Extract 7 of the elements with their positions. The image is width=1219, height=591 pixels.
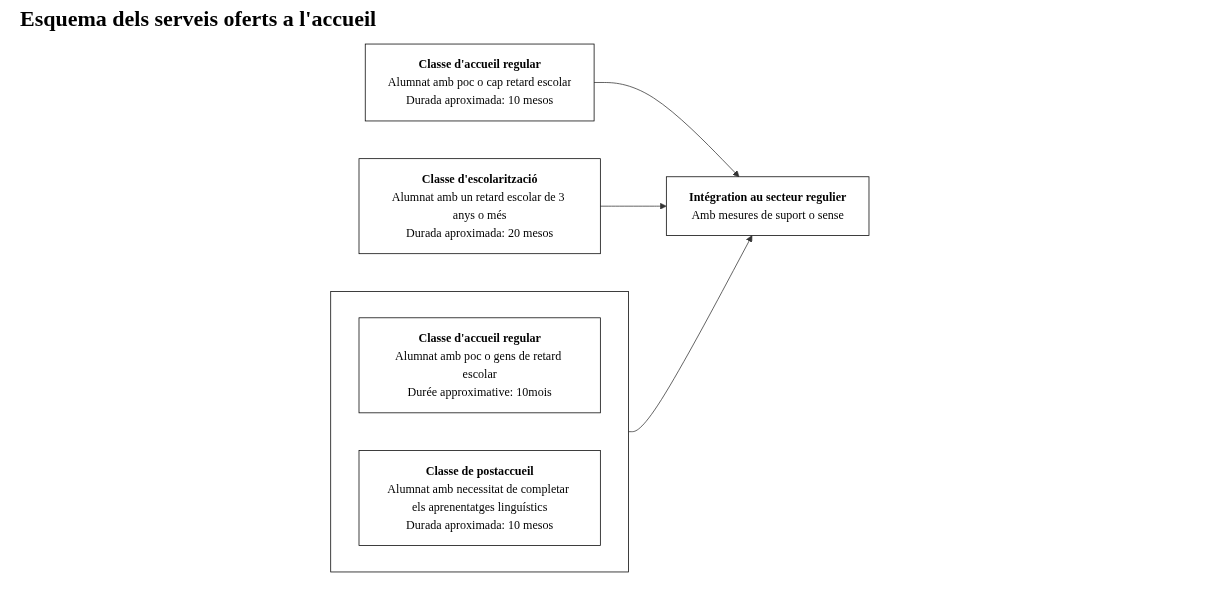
- node-box: Classe d'escolarització Alumnat amb un retard escolar de 3 anys o més Durada aproximada: 20 mesos: [358, 158, 601, 255]
- node-box: Classe d'accueil regular Alumnat amb poc o gens de retard escolar Durée approximative: 10mois: [358, 317, 601, 414]
- diagram-title: Esquema dels serveis oferts a l'accueil: [20, 6, 378, 32]
- node-box: Classe d'accueil regular Alumnat amb poc o cap retard escolar Durada aproximada: 10 mesos: [365, 43, 595, 122]
- cluster: [330, 291, 630, 573]
- node-box: Intégration au secteur regulier Amb mesures de suport o sense: [666, 176, 870, 236]
- node-box: Classe de postaccueil Alumnat amb necessitat de completar els aprenentatges linguístics Durada aproximada: 10 mesos: [358, 450, 601, 546]
